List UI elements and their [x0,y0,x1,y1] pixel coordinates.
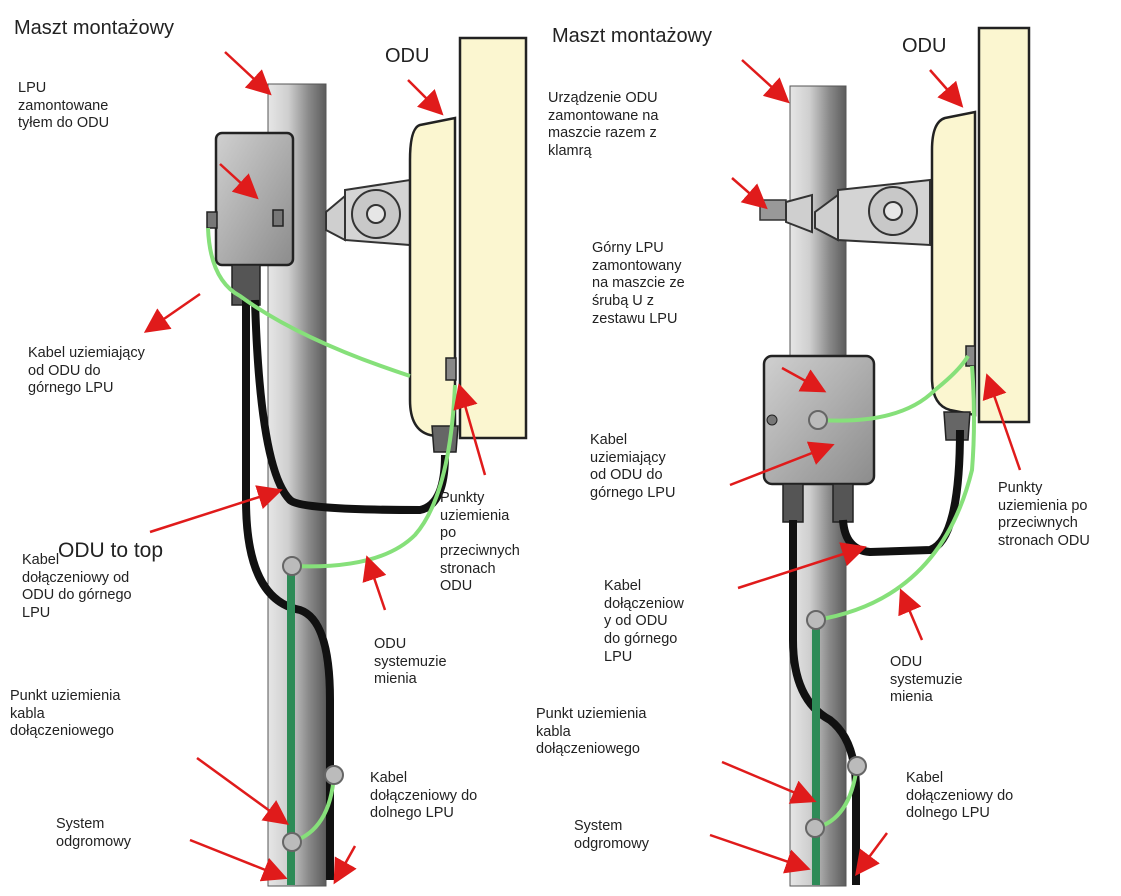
left-overlay-text: ODU to top [58,539,164,562]
left-bracket [325,178,411,247]
right-arrows [709,59,1022,877]
right-ground-point-upper [806,610,826,630]
left-ground-cable-label: Kabel uziemiający od ODU do górnego LPU [28,345,145,397]
left-ground-points-label: Punkty uziemienia po przeciwnych stronac… [440,490,520,595]
left-ground-bar [287,565,295,885]
left-drop-cable-upper-label: Kabel dołączeniowy od ODU do górnego LPU [22,552,132,622]
right-odu-system-label: ODU systemuzie mienia [890,654,963,706]
left-arrows [143,51,487,885]
right-odu-mounted-label: Urządzenie ODU zamontowane na maszcie ra… [548,90,659,160]
right-drop-cable-upper-label: Kabel dołączeniow y od ODU do górnego LP… [604,578,684,665]
left-odu-title: ODU [385,45,430,67]
left-odu-system-label: ODU systemuzie mienia [374,636,447,688]
left-ground-point-lower [282,832,302,852]
left-drop-cable-lower-label: Kabel dołączeniowy do dolnego LPU [370,770,478,822]
right-mast-title: Maszt montażowy [552,25,713,47]
right-ground-cable-label: Kabel uziemiający od ODU do górnego LPU [590,432,676,502]
right-ground-point-lower [805,818,825,838]
left-ground-point-cable [324,765,344,785]
right-odu-title: ODU [902,35,947,57]
left-ground-wire-1 [206,227,411,378]
right-ground-wire-1 [819,354,970,423]
left-ground-point-upper [282,556,302,576]
left-lightning-system-label: System odgromowy [56,816,131,850]
right-upper-lpu-label: Górny LPU zamontowany na maszcie ze śrub… [592,240,685,327]
left-lpu-mount-label: LPU zamontowane tyłem do ODU [18,80,110,132]
left-drop-ground-point-label: Punkt uziemienia kabla dołączeniowego [10,688,121,740]
right-ground-points-label: Punkty uziemienia po przeciwnych stronac… [998,480,1090,550]
right-ground-point-cable [847,756,867,776]
right-diagram [709,26,1031,887]
left-odu [408,36,528,453]
right-drop-cable-2 [839,429,964,557]
right-ground-bar [812,620,820,885]
left-mast-title: Maszt montażowy [14,17,175,39]
left-drop-cable-1 [242,300,334,880]
right-odu [930,26,1031,441]
right-lightning-system-label: System odgromowy [574,818,649,852]
right-drop-ground-point-label: Punkt uziemienia kabla dołączeniowego [536,706,647,758]
left-diagram [143,36,528,887]
right-drop-cable-lower-label: Kabel dołączeniowy do dolnego LPU [906,770,1014,822]
left-ground-wire-2 [291,384,457,569]
right-bracket [759,178,931,247]
right-ground-point-lpu [808,410,828,430]
right-ground-wire-2 [815,365,976,622]
